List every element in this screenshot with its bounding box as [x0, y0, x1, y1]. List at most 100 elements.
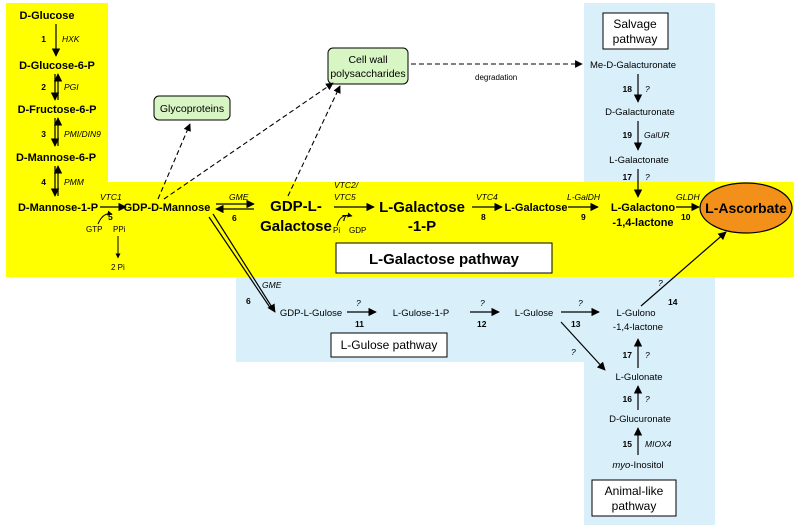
unknown-11: ?: [356, 298, 361, 308]
step-1: 1: [41, 34, 46, 44]
step-12: 12: [477, 319, 487, 329]
arrow-gulose-to-gulonate: [560, 321, 606, 371]
glucuronate-label: D-Glucuronate: [609, 414, 671, 425]
enzyme-galdh: L-GalDH: [567, 192, 601, 202]
ascorbate-label: L-Ascorbate: [705, 200, 787, 216]
cell-wall-label-2: polysaccharides: [330, 68, 405, 80]
fructose-6p-label: D-Fructose-6-P: [18, 104, 97, 116]
step-10: 10: [681, 212, 691, 222]
step-17-upper: 17: [623, 172, 633, 182]
unknown-16: ?: [645, 394, 650, 404]
step-6-lower: 6: [246, 296, 251, 306]
salvage-title-2: pathway: [613, 32, 658, 46]
gulonate-label: L-Gulonate: [615, 372, 662, 383]
mannose-1p-label: D-Mannose-1-P: [18, 202, 98, 214]
step-4: 4: [41, 177, 46, 187]
step-11: 11: [355, 319, 364, 329]
ascorbate-node: [699, 182, 793, 234]
step-17-lower: 17: [623, 350, 633, 360]
enzyme-vtc4: VTC4: [476, 192, 498, 202]
salvage-title-1: Salvage: [613, 17, 657, 31]
step-19: 19: [623, 130, 633, 140]
cofactor-pi: Pi: [333, 226, 340, 235]
animal-title-1: Animal-like: [605, 484, 664, 498]
enzyme-vtc5: VTC5: [334, 192, 356, 202]
step-16: 16: [623, 394, 633, 404]
inositol-prefix: myo: [612, 460, 630, 471]
galacturonate-label: D-Galacturonate: [605, 107, 675, 118]
enzyme-gldh: GLDH: [676, 192, 700, 202]
galactose-1p-label-1: L-Galactose: [379, 199, 465, 216]
enzyme-gme: GME: [229, 192, 249, 202]
step-2: 2: [41, 82, 46, 92]
dashed-galactose-to-cellwall: [287, 85, 341, 197]
me-galacturonate-label: Me-D-Galacturonate: [590, 60, 676, 71]
step-14: 14: [668, 297, 678, 307]
galactono-label-2: -1,4-lactone: [612, 217, 673, 229]
step-15: 15: [623, 439, 633, 449]
enzyme-pgi: PGI: [64, 82, 79, 92]
gdp-galactose-label-1: GDP-L-: [270, 198, 322, 215]
gdp-galactose-label-2: Galactose: [260, 218, 332, 235]
enzyme-vtc2: VTC2/: [334, 180, 360, 190]
unknown-13b: ?: [571, 347, 576, 357]
gulono-label-2: -1,4-lactone: [613, 322, 663, 333]
gulono-label-1: L-Gulono: [616, 308, 655, 319]
cofactor-arc-5: [97, 210, 113, 225]
glycoproteins-label: Glycoproteins: [160, 103, 224, 115]
galactose-pathway-box: [335, 242, 553, 274]
step-6: 6: [232, 213, 237, 223]
cofactor-ppi: PPi: [113, 225, 126, 234]
arrow-from-gdp-gulose: [208, 216, 272, 310]
unknown-14: ?: [658, 278, 663, 288]
step-8: 8: [481, 212, 486, 222]
step-5: 5: [108, 212, 113, 222]
animal-title-2: pathway: [612, 499, 657, 513]
unknown-13: ?: [578, 298, 583, 308]
unknown-18: ?: [645, 84, 650, 94]
glycoproteins-box: [153, 95, 231, 121]
cofactor-gdp: GDP: [349, 226, 366, 235]
dashed-mannose-to-cellwall: [163, 82, 334, 200]
unknown-17-upper: ?: [645, 172, 650, 182]
unknown-17-lower: ?: [645, 350, 650, 360]
cell-wall-label-1: Cell wall: [348, 54, 387, 66]
animal-title-box: [591, 479, 677, 517]
gulose-pathway-title: L-Gulose pathway: [341, 338, 438, 352]
arrow-step-14: [640, 231, 727, 307]
gdp-mannose-label: GDP-D-Mannose: [124, 202, 211, 214]
step-9: 9: [581, 212, 586, 222]
cofactor-2pi: 2 Pi: [111, 263, 125, 272]
galactonate-label: L-Galactonate: [609, 155, 669, 166]
unknown-12: ?: [480, 298, 485, 308]
enzyme-miox4: MIOX4: [645, 439, 672, 449]
glucose-6p-label: D-Glucose-6-P: [19, 60, 95, 72]
enzyme-pmm: PMM: [64, 177, 85, 187]
mannose-6p-label: D-Mannose-6-P: [16, 152, 96, 164]
enzyme-vtc1: VTC1: [100, 192, 122, 202]
cell-wall-box: [327, 47, 409, 85]
inositol-suffix: -Inositol: [630, 460, 663, 471]
l-galactose-label: L-Galactose: [505, 202, 568, 214]
glucose-label: D-Glucose: [19, 10, 74, 22]
cofactor-arc-7: [336, 212, 353, 227]
galactose-1p-label-2: -1-P: [408, 218, 436, 235]
salvage-title-box: [602, 12, 669, 50]
dashed-to-glycoproteins: [157, 123, 191, 200]
galactono-label-1: L-Galactono: [611, 202, 675, 214]
galactose-pathway-title: L-Galactose pathway: [369, 251, 520, 268]
gulose-1p-label: L-Gulose-1-P: [393, 308, 450, 319]
step-7: 7: [342, 213, 347, 223]
gdp-gulose-label: GDP-L-Gulose: [280, 308, 342, 319]
enzyme-hxk: HXK: [62, 34, 80, 44]
step-3: 3: [41, 129, 46, 139]
arrow-to-gdp-gulose: [212, 213, 276, 313]
enzyme-gme-2: GME: [262, 280, 282, 290]
step-18: 18: [623, 84, 633, 94]
enzyme-galur: GalUR: [644, 130, 670, 140]
gulose-label: L-Gulose: [515, 308, 554, 319]
gulose-pathway-box: [330, 332, 448, 358]
step-13: 13: [571, 319, 581, 329]
cofactor-gtp: GTP: [86, 225, 102, 234]
